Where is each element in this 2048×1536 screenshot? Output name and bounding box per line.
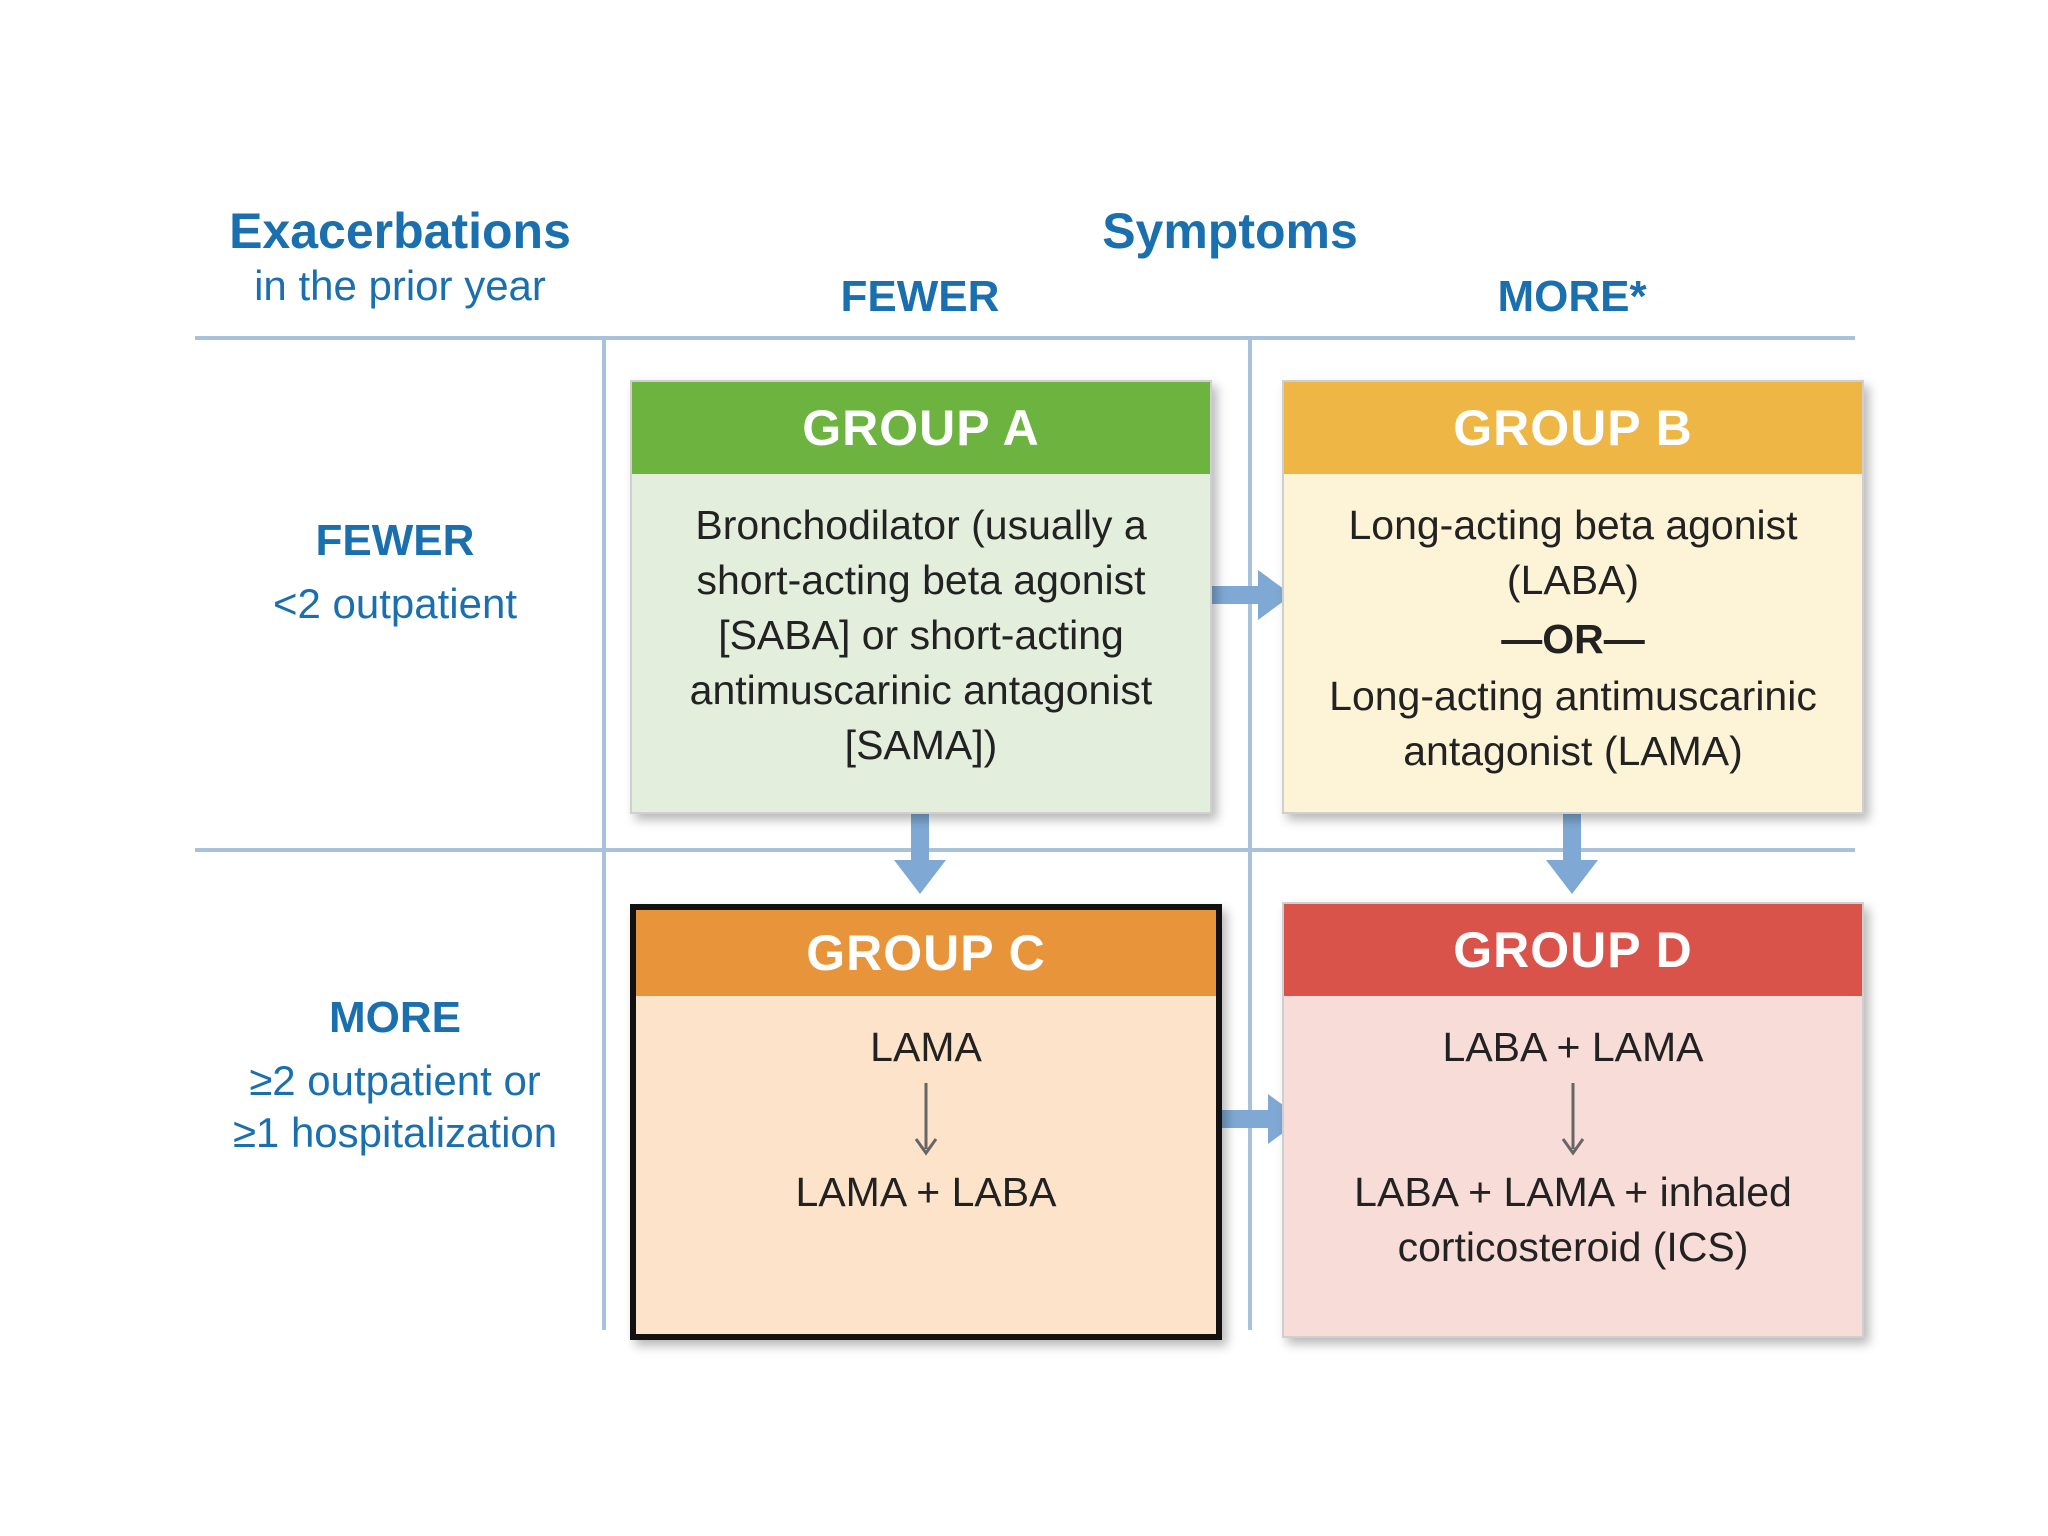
group-c-title: GROUP C xyxy=(636,910,1216,996)
arrow-down-icon xyxy=(1561,1083,1585,1156)
group-a-body: Bronchodilator (usually a short-acting b… xyxy=(632,474,1210,773)
group-b-body: Long-acting beta agonist (LABA) —OR— Lon… xyxy=(1284,474,1862,779)
grid-line-middle xyxy=(195,848,1855,852)
exacerbations-subtitle: in the prior year xyxy=(254,262,546,309)
arrow-down-b-to-d xyxy=(1546,810,1598,894)
group-b-line-4: antagonist (LAMA) xyxy=(1403,728,1743,774)
symptoms-title: Symptoms xyxy=(1102,203,1358,259)
group-d-title: GROUP D xyxy=(1284,904,1862,996)
row-sub-fewer: <2 outpatient xyxy=(272,580,518,627)
group-c-box: GROUP C LAMA LAMA + LABA xyxy=(630,904,1222,1340)
group-b-line-3: Long-acting antimuscarinic xyxy=(1329,673,1817,719)
group-b-box: GROUP B Long-acting beta agonist (LABA) … xyxy=(1282,380,1864,814)
row-sub-more-1: ≥2 outpatient or xyxy=(249,1057,541,1104)
group-d-step-1: LABA + LAMA xyxy=(1442,1024,1704,1070)
group-a-line-4: antimuscarinic antagonist xyxy=(689,667,1153,713)
grid-line-left xyxy=(602,338,606,1330)
group-a-title: GROUP A xyxy=(632,382,1210,474)
group-a-line-2: short-acting beta agonist xyxy=(696,557,1146,603)
group-c-step-2: LAMA + LABA xyxy=(795,1169,1057,1215)
row-label-more: MORE xyxy=(329,993,461,1042)
group-a-box: GROUP A Bronchodilator (usually a short-… xyxy=(630,380,1212,814)
group-d-step-2-line-1: LABA + LAMA + inhaled xyxy=(1354,1169,1792,1215)
group-a-line-5: [SAMA]) xyxy=(844,722,998,768)
group-c-body: LAMA LAMA + LABA xyxy=(636,996,1216,1220)
group-d-step-2-line-2: corticosteroid (ICS) xyxy=(1397,1224,1749,1270)
group-b-line-2: (LABA) xyxy=(1506,557,1640,603)
group-c-step-1: LAMA xyxy=(870,1024,982,1070)
grid-line-center xyxy=(1248,338,1252,1330)
grid-line-top xyxy=(195,336,1855,340)
group-a-line-3: [SABA] or short-acting xyxy=(718,612,1124,658)
arrow-down-a-to-c xyxy=(894,810,946,894)
row-label-fewer: FEWER xyxy=(315,516,475,565)
group-d-box: GROUP D LABA + LAMA LABA + LAMA + inhale… xyxy=(1282,902,1864,1338)
arrow-down-icon xyxy=(914,1083,938,1156)
group-b-or: —OR— xyxy=(1501,616,1645,662)
group-a-line-1: Bronchodilator (usually a xyxy=(695,502,1147,548)
group-b-title: GROUP B xyxy=(1284,382,1862,474)
row-sub-more-2: ≥1 hospitalization xyxy=(232,1109,558,1156)
group-b-line-1: Long-acting beta agonist xyxy=(1348,502,1798,548)
exacerbations-title: Exacerbations xyxy=(229,203,571,259)
column-header-fewer: FEWER xyxy=(840,272,1000,321)
arrow-right-a-to-b xyxy=(1208,570,1292,620)
column-header-more: MORE* xyxy=(1497,272,1647,321)
group-d-body: LABA + LAMA LABA + LAMA + inhaled cortic… xyxy=(1284,996,1862,1275)
